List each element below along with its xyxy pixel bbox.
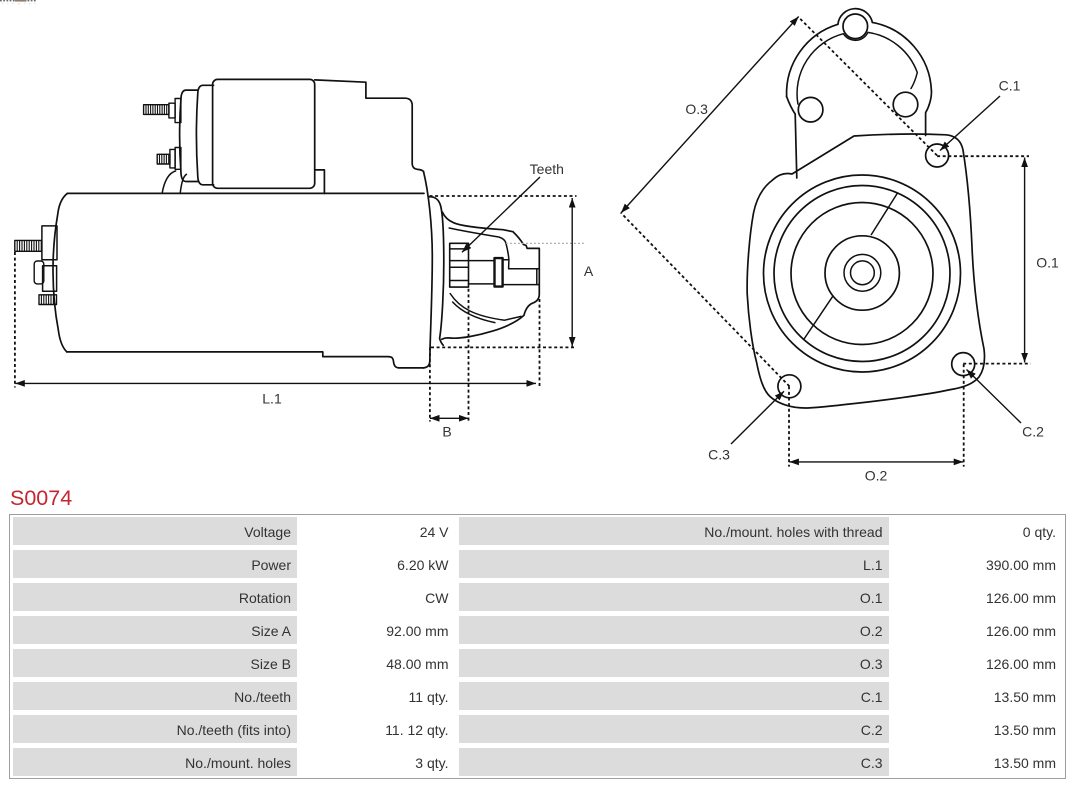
svg-text:O.3: O.3 xyxy=(685,101,708,117)
svg-text:C.1: C.1 xyxy=(999,78,1021,94)
svg-text:A: A xyxy=(584,263,594,279)
svg-text:O.1: O.1 xyxy=(1036,255,1059,271)
svg-text:O.2: O.2 xyxy=(865,468,888,484)
svg-text:Teeth: Teeth xyxy=(530,161,564,177)
svg-text:L.1: L.1 xyxy=(262,391,282,407)
svg-text:C.2: C.2 xyxy=(1022,424,1044,440)
svg-text:C.3: C.3 xyxy=(708,447,730,463)
svg-text:B: B xyxy=(442,424,451,440)
